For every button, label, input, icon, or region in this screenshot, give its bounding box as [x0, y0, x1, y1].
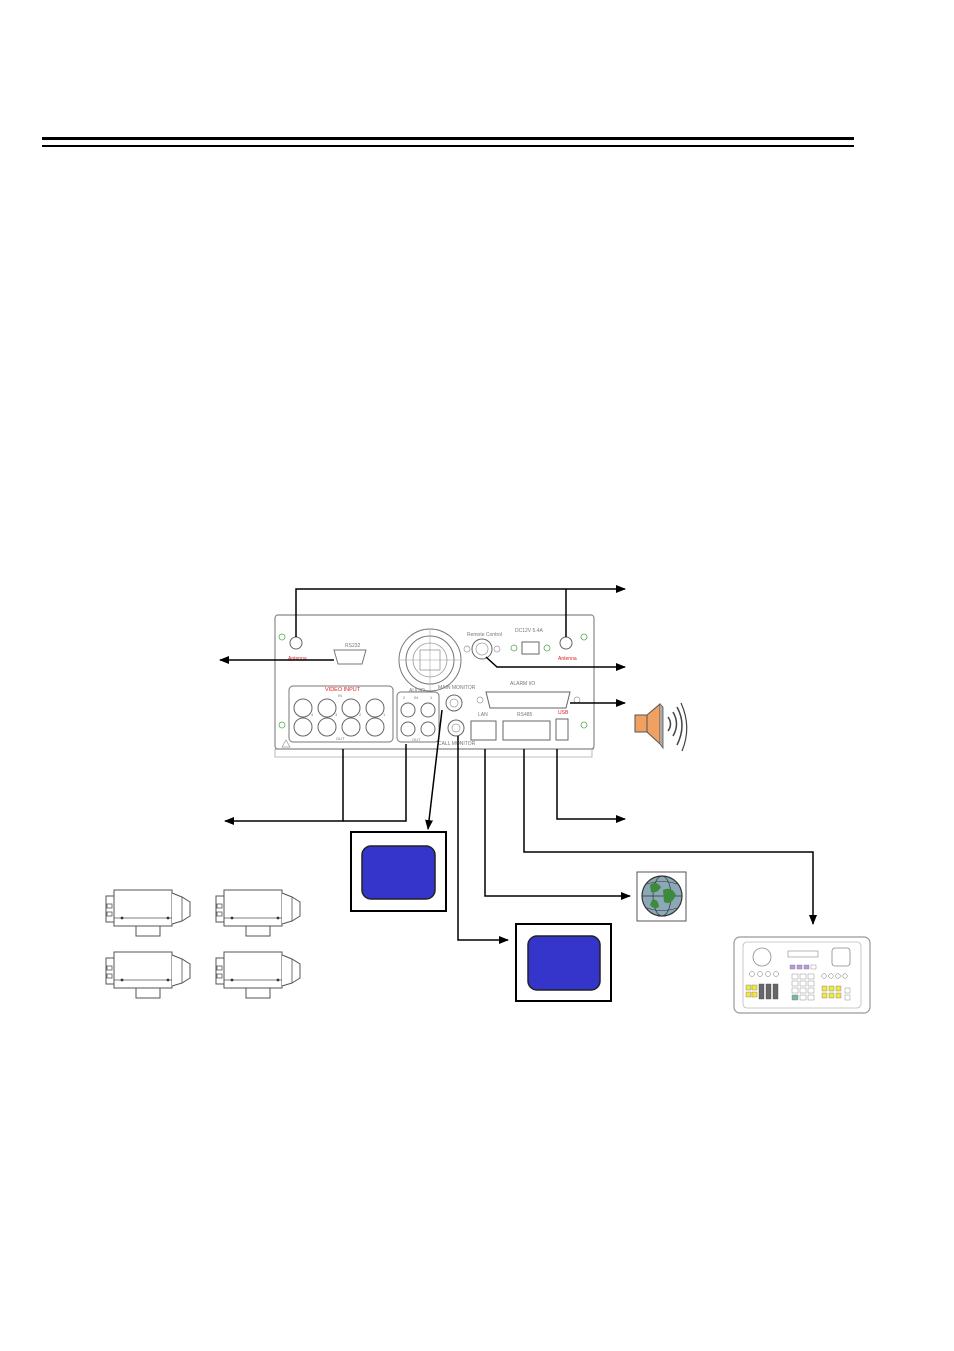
speaker-icon	[634, 702, 688, 752]
remote-control-port[interactable]	[463, 638, 501, 660]
rs485-label: RS485	[517, 712, 533, 718]
video-in-label: IN	[338, 693, 342, 698]
audio-rca-connectors[interactable]	[400, 702, 436, 737]
main-monitor-connector[interactable]	[445, 694, 463, 712]
header-rule-thin	[42, 145, 854, 147]
video-out-connection-line	[224, 749, 344, 825]
audio-in-label: IN	[414, 695, 418, 700]
rs485-port[interactable]	[502, 720, 551, 741]
camera-group	[105, 889, 301, 999]
camera-icon	[215, 889, 301, 937]
antenna-right-connector[interactable]	[559, 636, 573, 650]
camera-icon	[105, 951, 191, 999]
remote-control-connection-line	[485, 656, 626, 671]
call-monitor-connector[interactable]	[447, 719, 465, 737]
video-bnc-connector[interactable]	[341, 717, 361, 737]
audio-label: AUDIO	[409, 688, 425, 694]
lan-port[interactable]	[470, 720, 497, 741]
alarm-io-port[interactable]	[476, 691, 581, 709]
cooling-fan	[398, 628, 462, 692]
audio-out-connection-line	[343, 744, 407, 822]
globe-icon	[636, 871, 687, 922]
antenna-connection-line	[295, 585, 626, 637]
rs232-label: RS232	[345, 643, 361, 649]
audio-number-1: 1	[430, 695, 433, 700]
lan-connection-line	[484, 749, 631, 900]
video-out-label: OUT	[336, 736, 345, 741]
main-monitor-connection-line	[425, 709, 443, 830]
keyboard-keys	[745, 971, 851, 1001]
video-number-3: 3	[335, 712, 338, 717]
power-label: DC12V 5.4A	[515, 628, 543, 634]
antenna-left-label: Antenna	[288, 656, 307, 662]
call-monitor-label: CALL MONITOR	[438, 741, 476, 747]
main-monitor-icon	[350, 831, 447, 912]
call-monitor-connection-line	[457, 736, 509, 944]
rs485-connection-line	[523, 749, 817, 925]
rs232-port[interactable]	[333, 649, 367, 665]
usb-port[interactable]	[555, 718, 569, 741]
alarm-io-label: ALARM I/O	[510, 681, 535, 687]
usb-connection-line	[556, 749, 626, 823]
audio-out-label: OUT	[412, 737, 421, 742]
header-rule-thick	[42, 137, 854, 140]
video-input-label: VIDEO INPUT	[325, 687, 361, 693]
connection-lines	[219, 585, 817, 944]
video-number-1: 1	[383, 712, 386, 717]
usb-label: USB	[558, 710, 569, 716]
remote-control-label: Remote Control	[467, 632, 502, 638]
video-bnc-connector[interactable]	[317, 698, 337, 718]
video-bnc-connector[interactable]	[293, 717, 313, 737]
camera-icon	[105, 889, 191, 937]
main-monitor-label: MAIN MONITOR	[438, 685, 476, 691]
video-number-4: 4	[311, 712, 314, 717]
antenna-right-label: Antenna	[558, 656, 577, 662]
video-bnc-connector[interactable]	[365, 717, 385, 737]
video-bnc-connector[interactable]	[365, 698, 385, 718]
power-jack[interactable]	[510, 641, 551, 655]
video-number-2: 2	[359, 712, 362, 717]
audio-number-2: 2	[403, 695, 406, 700]
video-bnc-connector[interactable]	[341, 698, 361, 718]
controller-keyboard-icon	[733, 936, 871, 1014]
call-monitor-icon	[515, 923, 612, 1002]
antenna-left-connector[interactable]	[289, 636, 303, 650]
video-bnc-connector[interactable]	[293, 698, 313, 718]
video-bnc-connector[interactable]	[317, 717, 337, 737]
lan-label: LAN	[478, 712, 488, 718]
camera-icon	[215, 951, 301, 999]
video-bnc-connectors[interactable]	[293, 698, 385, 737]
